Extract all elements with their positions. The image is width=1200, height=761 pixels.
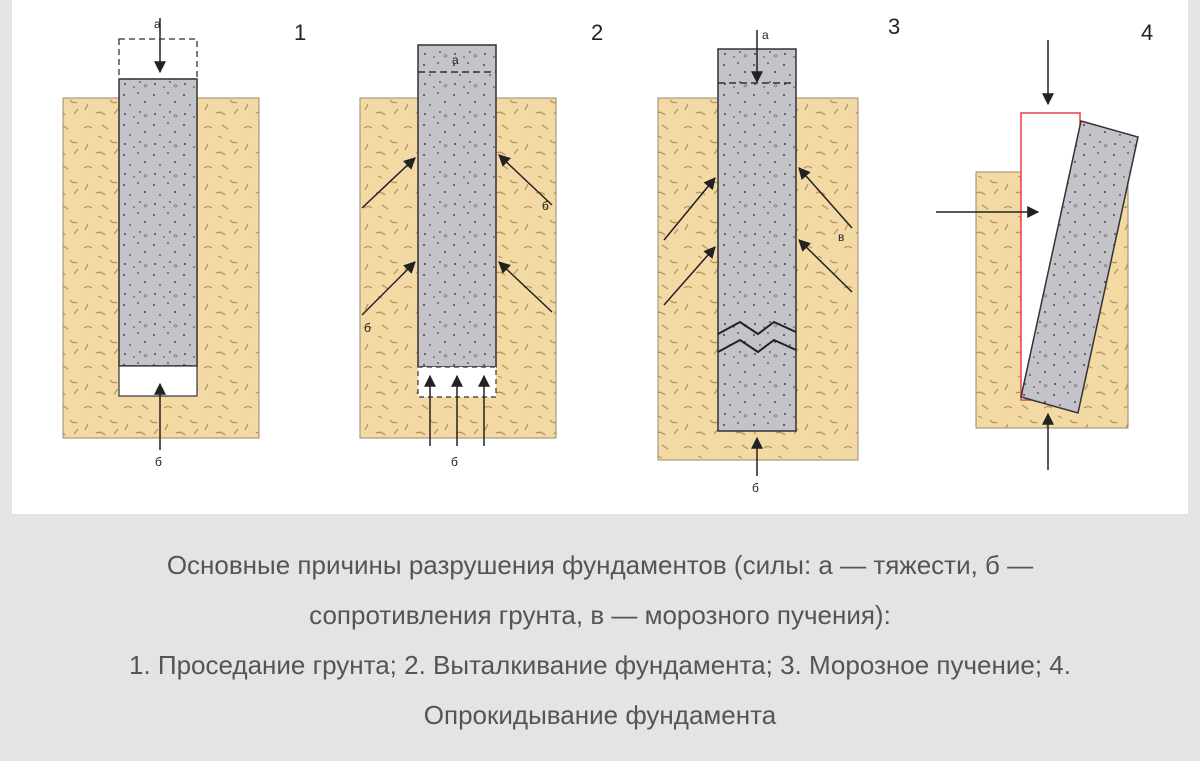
caption-line-4: Опрокидывание фундамента [423, 700, 777, 730]
tilted-foundation [1020, 120, 1139, 414]
crack-line-upper [717, 320, 797, 336]
frost-arrow-left-lower [663, 246, 716, 306]
label-resistance-p2-right: б [542, 199, 549, 213]
caption-line-3: 1. Проседание грунта; 2. Выталкивание фу… [129, 650, 1071, 680]
label-gravity-p1: а [154, 17, 161, 31]
foundation-pile [417, 44, 497, 368]
label-resistance-p1: б [155, 455, 162, 469]
panel-number-4: 4 [1141, 20, 1153, 45]
frost-arrow-right-upper [798, 167, 853, 229]
push-arrow-right-upper [498, 154, 553, 206]
label-resistance-p3: б [752, 481, 759, 495]
label-resistance-p2-left: б [364, 321, 371, 335]
void-top [118, 38, 198, 80]
crack-line-lower [717, 338, 797, 354]
panel-4-overturning [936, 40, 1139, 470]
figure-caption: Основные причины разрушения фундаментов … [0, 540, 1200, 740]
diagram-figure: 1 2 3 4 а б а б б б а в б [12, 0, 1188, 514]
panel-number-3: 3 [888, 14, 900, 39]
caption-line-2: сопротивления грунта, в — морозного пуче… [309, 600, 891, 630]
frost-arrow-left-upper [663, 177, 716, 241]
foundation-pile [717, 48, 797, 432]
panel-number-2: 2 [591, 20, 603, 45]
caption-line-1: Основные причины разрушения фундаментов … [166, 550, 1034, 580]
foundation-pile [118, 78, 198, 367]
panel-number-1: 1 [294, 20, 306, 45]
panel-3-frost-heave [657, 30, 859, 476]
push-arrow-left-upper [361, 157, 416, 209]
panel-1-settlement [62, 18, 260, 450]
frost-arrow-right-lower [798, 239, 853, 293]
label-resistance-p2-bottom: б [451, 455, 458, 469]
void-bottom [118, 365, 198, 397]
label-gravity-p3: а [762, 28, 769, 42]
push-arrow-right-lower [498, 261, 553, 313]
panel-2-pushout [359, 44, 557, 446]
push-arrow-left-lower [361, 261, 416, 316]
label-gravity-p2: а [452, 53, 459, 67]
label-frost-p3: в [838, 230, 844, 244]
